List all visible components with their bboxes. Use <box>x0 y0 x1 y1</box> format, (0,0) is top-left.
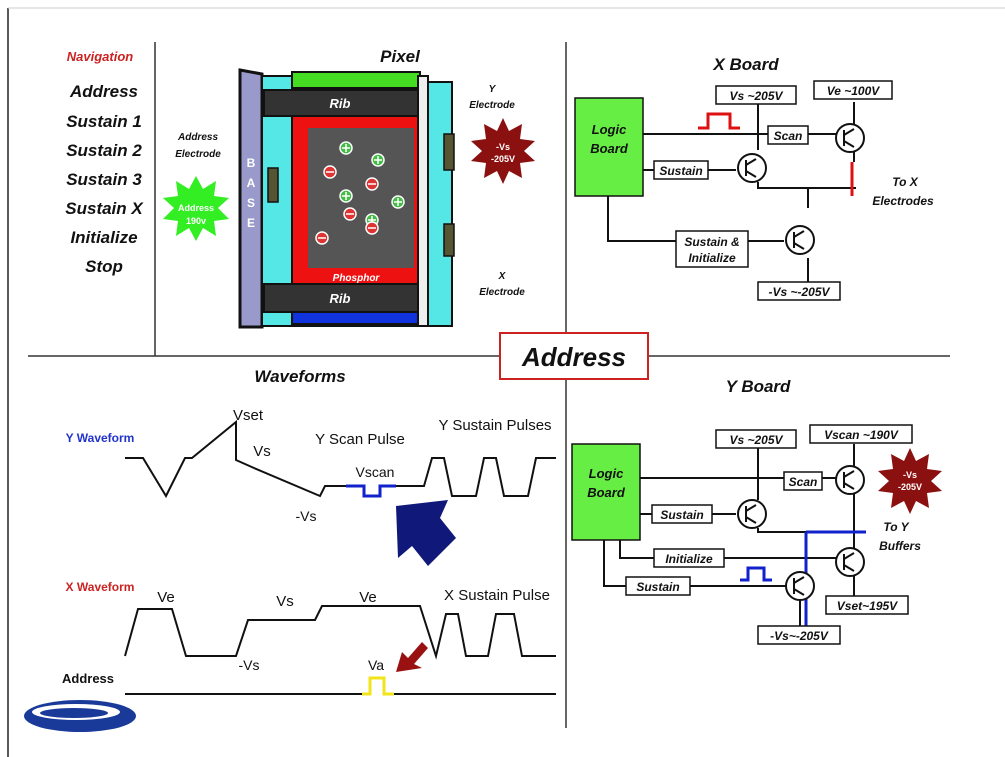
x-waveform-line <box>124 605 556 660</box>
address-electrode-label-1: Address <box>177 132 218 143</box>
y-vscan-label: Vscan ~190V <box>824 428 899 442</box>
y-board-burst-label-2: -205V <box>898 482 922 492</box>
va-pulse <box>362 676 394 696</box>
vs-mid-label: Vs <box>276 593 294 610</box>
x-sustain-pulse-label: X Sustain Pulse <box>444 587 550 604</box>
x-logic-board-label-2: Board <box>590 141 629 156</box>
y-burst-label-1: -Vs <box>496 142 510 152</box>
x-board-title: X Board <box>712 55 779 74</box>
nav-item-sustain-2[interactable]: Sustain 2 <box>66 141 142 160</box>
x-vs-label: Vs ~205V <box>729 89 783 103</box>
x-neg-vs-label: -Vs ~-205V <box>768 285 830 299</box>
ve-left-label: Ve <box>157 589 175 606</box>
y-logic-board-label-2: Board <box>587 485 626 500</box>
to-y-buffers-label-2: Buffers <box>879 539 921 553</box>
x-board-diagram: X Board Logic Board Vs ~205V Ve ~100V Sc… <box>574 55 934 301</box>
y-sustain-top-label: Sustain <box>660 508 703 522</box>
rib-bottom-label: Rib <box>330 291 351 306</box>
nav-item-stop[interactable]: Stop <box>85 257 123 276</box>
waveforms-title: Waveforms <box>254 367 345 386</box>
address-waveform-label: Address <box>62 671 114 686</box>
x-electrode-label-1: X <box>498 271 507 282</box>
y-scan-label: Scan <box>789 475 818 489</box>
y-waveform-line <box>125 419 346 499</box>
navigation-panel: Navigation Address Sustain 1 Sustain 2 S… <box>65 49 144 276</box>
x-ve-label: Ve ~100V <box>827 84 881 98</box>
center-address-box <box>499 332 649 380</box>
red-arrow <box>396 642 428 672</box>
address-electrode-label-2: Electrode <box>175 149 221 160</box>
x-electrode-label-2: Electrode <box>479 287 525 298</box>
y-logic-board <box>571 443 641 541</box>
to-y-buffers-label-1: To Y <box>883 520 909 534</box>
y-burst-label-2: -205V <box>491 154 515 164</box>
pixel-title: Pixel <box>380 47 421 66</box>
y-waveform-label: Y Waveform <box>66 431 135 445</box>
phosphor-label: Phosphor <box>333 273 381 284</box>
base-letter-a: A <box>247 176 256 190</box>
y-sustain-bottom-label: Sustain <box>636 580 679 594</box>
neg-vs-label: -Vs <box>296 508 317 524</box>
company-logo <box>24 700 136 732</box>
nav-item-sustain-x[interactable]: Sustain X <box>65 199 144 218</box>
center-address-label: Address <box>521 342 626 372</box>
x-sustain-initialize-label-2: Initialize <box>688 251 736 265</box>
y-sustain-pulses-label: Y Sustain Pulses <box>438 417 551 434</box>
x-logic-board <box>574 97 644 197</box>
y-initialize-label: Initialize <box>665 552 713 566</box>
nav-item-sustain-3[interactable]: Sustain 3 <box>66 170 142 189</box>
address-burst-label-2: 190v <box>186 216 206 226</box>
base-letter-b: B <box>247 156 256 170</box>
y-scan-pulse <box>346 484 396 498</box>
waveforms-panel: Waveforms Y Waveform Vset Vs -Vs Y Scan … <box>62 367 556 696</box>
base-letter-e: E <box>247 216 255 230</box>
pixel-diagram: Pixel Address Electrode Address 190v B A… <box>163 47 535 329</box>
y-electrode-label-2: Electrode <box>469 100 515 111</box>
y-burst-shape <box>471 118 535 184</box>
base-letter-s: S <box>247 196 255 210</box>
vscan-label: Vscan <box>356 464 395 480</box>
y-board-diagram: Y Board Logic Board Vs ~205V Vscan ~190V <box>571 377 942 645</box>
x-scan-label: Scan <box>774 129 803 143</box>
y-board-burst-label-1: -Vs <box>903 470 917 480</box>
nav-item-sustain-1[interactable]: Sustain 1 <box>66 112 142 131</box>
nav-item-initialize[interactable]: Initialize <box>70 228 137 247</box>
charge-particles <box>315 141 405 245</box>
y-scan-pulse-label: Y Scan Pulse <box>315 431 405 448</box>
va-label: Va <box>368 657 384 673</box>
x-sustain-label: Sustain <box>659 164 702 178</box>
x-sustain-initialize-label-1: Sustain & <box>684 235 739 249</box>
navigation-heading: Navigation <box>67 49 134 64</box>
neg-vs-x-label: -Vs <box>239 657 260 673</box>
y-board-title: Y Board <box>726 377 791 396</box>
ve-right-label: Ve <box>359 589 377 606</box>
blue-arrow <box>396 500 456 566</box>
address-burst-label-1: Address <box>178 203 214 213</box>
y-electrode-label-1: Y <box>489 84 497 95</box>
y-vset-label: Vset~195V <box>837 599 898 613</box>
to-x-electrodes-label-2: Electrodes <box>872 194 934 208</box>
y-board-burst-shape <box>878 448 942 514</box>
x-waveform-label: X Waveform <box>66 580 135 594</box>
rib-top-label: Rib <box>330 96 351 111</box>
y-logic-board-label-1: Logic <box>589 466 624 481</box>
address-burst-shape <box>163 176 229 241</box>
nav-item-address[interactable]: Address <box>69 82 138 101</box>
vset-label: Vset <box>233 407 264 424</box>
x-logic-board-label-1: Logic <box>592 122 627 137</box>
vs-label: Vs <box>253 443 271 460</box>
y-vs-label: Vs ~205V <box>729 433 783 447</box>
y-neg-vs-label: -Vs~-205V <box>770 629 829 643</box>
to-x-electrodes-label-1: To X <box>892 175 919 189</box>
